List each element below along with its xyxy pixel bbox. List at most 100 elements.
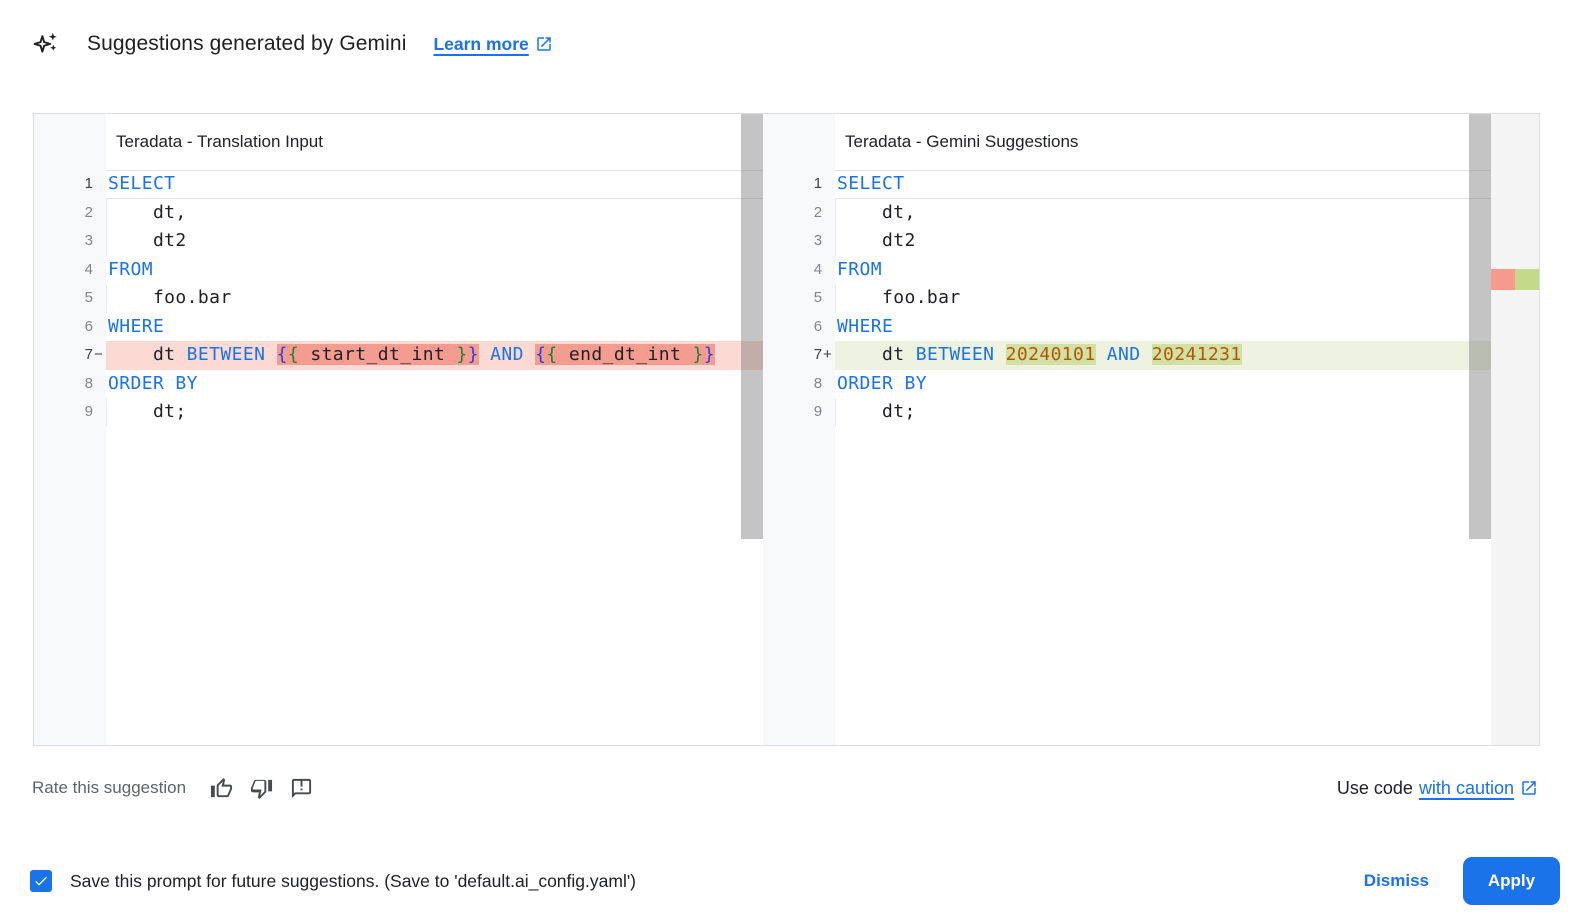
code-token	[265, 344, 276, 365]
code-token: dt2	[837, 230, 916, 251]
diff-marker	[93, 398, 106, 427]
panel-title: Teradata - Translation Input	[116, 132, 323, 152]
line-number: 5	[84, 289, 93, 306]
save-prompt-label: Save this prompt for future suggestions.…	[70, 870, 636, 891]
thumb-down-icon	[251, 779, 273, 799]
dismiss-button[interactable]: Dismiss	[1363, 871, 1429, 890]
line-content: foo.bar	[835, 284, 1491, 313]
code-token: start_dt_int	[299, 344, 457, 365]
use-code-group: Use code with caution	[1337, 778, 1538, 799]
thumb-down-button[interactable]	[250, 777, 273, 800]
diff-marker	[822, 398, 835, 427]
learn-more-label: Learn more	[433, 33, 529, 54]
line-content: dt,	[106, 198, 763, 227]
line-number: 7	[84, 346, 93, 363]
send-feedback-button[interactable]	[290, 777, 313, 800]
line-number: 3	[84, 232, 93, 249]
code-line: 7+ dt BETWEEN 20240101 AND 20241231	[763, 341, 1491, 370]
code-line: 4 FROM	[34, 256, 763, 285]
line-content: dt;	[835, 398, 1491, 427]
code-token: {	[535, 344, 547, 365]
code-token: }	[703, 344, 715, 365]
diff-marker	[822, 313, 835, 342]
diff-marker: +	[823, 346, 832, 363]
line-number: 2	[813, 203, 823, 221]
line-number: 9	[813, 403, 823, 420]
code-token: dt,	[837, 201, 916, 223]
save-prompt-checkbox[interactable]	[30, 870, 52, 892]
ruler-added-marker	[1515, 269, 1539, 290]
code-line: 9 dt;	[763, 398, 1491, 427]
line-number: 6	[84, 317, 93, 335]
scrollbar-thumb[interactable]	[1469, 114, 1491, 539]
code-token: dt	[108, 344, 187, 365]
code-token: WHERE	[108, 315, 165, 337]
diff-marker	[822, 199, 835, 228]
code-token: dt,	[108, 201, 187, 223]
line-number: 6	[813, 317, 823, 335]
code-token: end_dt_int	[557, 344, 693, 365]
diff-overview-ruler[interactable]	[1491, 114, 1539, 745]
line-number: 4	[84, 260, 93, 278]
line-content: dt2	[106, 227, 763, 256]
line-content: foo.bar	[106, 284, 763, 313]
panel-header: Teradata - Translation Input	[34, 114, 763, 170]
ruler-removed-marker	[1491, 269, 1515, 290]
line-content: ORDER BY	[106, 370, 763, 399]
diff-marker	[93, 227, 106, 256]
rate-group: Rate this suggestion	[32, 777, 330, 800]
line-content: WHERE	[835, 313, 1491, 342]
line-content: dt BETWEEN 20240101 AND 20241231	[835, 341, 1491, 370]
line-number: 8	[813, 374, 823, 392]
code-token: dt2	[108, 230, 187, 251]
suggestions-header: Suggestions generated by Gemini Learn mo…	[33, 27, 1574, 61]
vertical-scrollbar[interactable]	[1469, 114, 1491, 745]
line-content: dt;	[106, 398, 763, 427]
code-line: 3 dt2	[34, 227, 763, 256]
diff-marker	[822, 370, 835, 399]
scrollbar-thumb[interactable]	[741, 114, 764, 539]
code-line: 2 dt,	[34, 198, 763, 228]
line-number-gutter	[763, 114, 836, 745]
apply-button[interactable]: Apply	[1463, 857, 1560, 905]
bottom-action-bar: Save this prompt for future suggestions.…	[0, 857, 1574, 905]
rate-label: Rate this suggestion	[32, 778, 187, 797]
line-content: dt BETWEEN {{ start_dt_int }} AND {{ end…	[106, 341, 764, 370]
code-token: FROM	[108, 258, 153, 280]
code-token: WHERE	[837, 315, 894, 337]
code-line: 2 dt,	[763, 198, 1491, 228]
code-token	[1096, 344, 1107, 365]
open-in-new-icon	[537, 37, 551, 51]
code-token: }	[467, 344, 479, 365]
learn-more-link[interactable]: Learn more	[433, 34, 552, 55]
line-number: 7	[813, 346, 823, 363]
with-caution-link[interactable]: with caution	[1418, 777, 1514, 798]
code-token: dt;	[108, 401, 187, 422]
code-token: 20240101	[1005, 344, 1096, 365]
vertical-scrollbar[interactable]	[741, 114, 764, 745]
code-token: dt	[837, 344, 916, 365]
diff-marker	[93, 256, 106, 285]
code-line: 3 dt2	[763, 227, 1491, 256]
code-token: BETWEEN	[186, 344, 266, 365]
code-token	[479, 344, 490, 365]
line-content: dt,	[835, 198, 1491, 227]
diff-marker	[93, 199, 106, 228]
thumb-up-icon	[211, 777, 233, 797]
code-token	[524, 344, 535, 365]
line-number: 1	[813, 175, 823, 192]
code-token: {	[287, 344, 300, 365]
thumb-up-button[interactable]	[210, 777, 233, 800]
line-content: WHERE	[106, 313, 763, 342]
code-line: 9 dt;	[34, 398, 763, 427]
diff-marker	[822, 284, 835, 313]
code-token	[1141, 344, 1152, 365]
suggestion-footer: Rate this suggestion Use code with cauti…	[0, 772, 1574, 804]
